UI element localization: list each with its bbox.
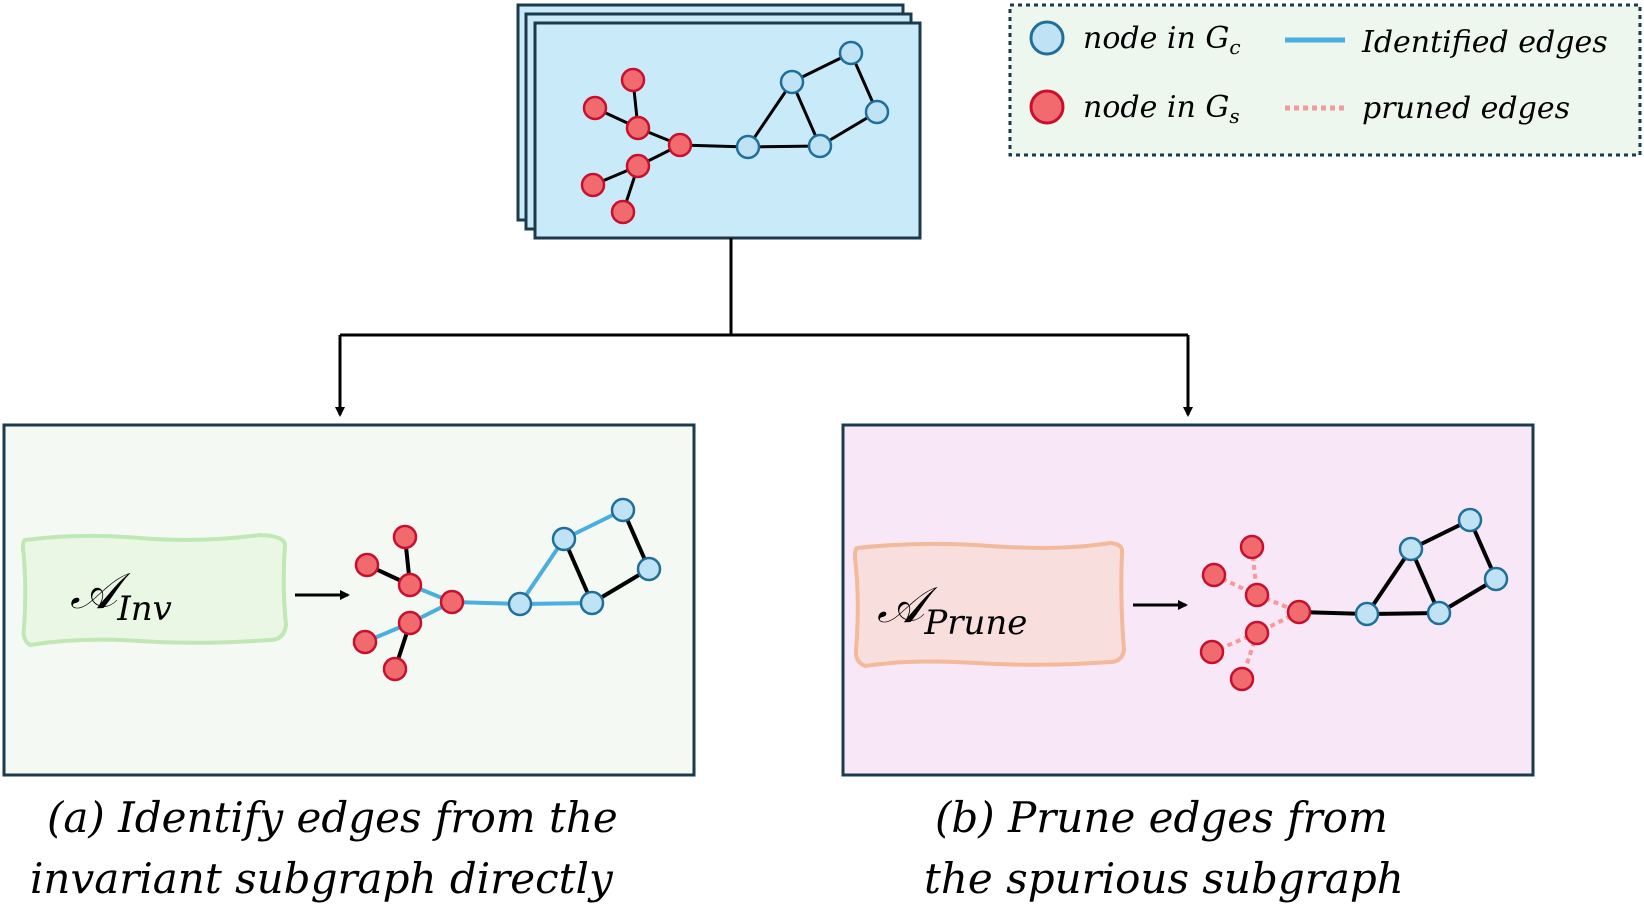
caption-a-line2: invariant subgraph directly bbox=[30, 854, 614, 903]
legend-blue-node-text: node in Gc bbox=[1083, 21, 1241, 59]
invariant-node bbox=[507, 591, 533, 617]
spurious-node bbox=[1286, 599, 1312, 625]
legend-blue-node-icon bbox=[1029, 20, 1065, 56]
spurious-node bbox=[610, 199, 636, 225]
invariant-node bbox=[1483, 566, 1509, 592]
invariant-node bbox=[779, 69, 805, 95]
algo-prune-box bbox=[852, 540, 1127, 669]
legend-identified-edges-label: Identified edges bbox=[1361, 25, 1608, 60]
panel-a-graph bbox=[352, 497, 662, 682]
panel-b: 𝒜Prune bbox=[841, 423, 1535, 777]
algo-inv-box bbox=[20, 532, 289, 648]
invariant-node bbox=[807, 133, 833, 159]
spurious-node bbox=[1229, 666, 1255, 692]
legend-box: node in Gc Identified edges node in Gs p… bbox=[1008, 3, 1642, 157]
graph-edge bbox=[1365, 547, 1413, 616]
legend-red-node-icon bbox=[1029, 89, 1065, 125]
invariant-node bbox=[610, 497, 636, 523]
spurious-node bbox=[625, 153, 651, 179]
spurious-node bbox=[1199, 639, 1225, 665]
spurious-node bbox=[1244, 582, 1270, 608]
invariant-node bbox=[864, 99, 890, 125]
caption-b-line2: the spurious subgraph bbox=[924, 854, 1404, 903]
input-graph bbox=[580, 40, 890, 225]
spurious-node bbox=[580, 172, 606, 198]
spurious-node bbox=[582, 95, 608, 121]
spurious-node bbox=[1244, 620, 1270, 646]
spurious-node bbox=[439, 589, 465, 615]
panel-b-graph bbox=[1199, 507, 1509, 692]
split-connector bbox=[335, 238, 1193, 417]
legend-red-node-text: node in Gs bbox=[1083, 90, 1240, 128]
algo-prune-label: 𝒜Prune bbox=[877, 576, 1027, 643]
spurious-node bbox=[382, 656, 408, 682]
spurious-node bbox=[620, 67, 646, 93]
caption-a-line1: (a) Identify edges from the bbox=[47, 793, 618, 842]
spurious-node bbox=[667, 132, 693, 158]
invariant-node bbox=[579, 590, 605, 616]
invariant-node bbox=[735, 134, 761, 160]
spurious-node bbox=[625, 115, 651, 141]
spurious-node bbox=[397, 572, 423, 598]
spurious-node bbox=[392, 524, 418, 550]
invariant-node bbox=[636, 556, 662, 582]
legend-pruned-edges-label: pruned edges bbox=[1362, 91, 1570, 126]
invariant-node bbox=[1457, 507, 1483, 533]
panel-a: 𝒜Inv bbox=[2, 423, 696, 777]
spurious-node bbox=[354, 552, 380, 578]
graph-edge bbox=[746, 81, 794, 148]
spurious-node bbox=[352, 629, 378, 655]
caption-b-line1: (b) Prune edges from bbox=[935, 793, 1388, 842]
invariant-node bbox=[1398, 536, 1424, 562]
spurious-node bbox=[397, 610, 423, 636]
spurious-node bbox=[1201, 562, 1227, 588]
invariant-node bbox=[1426, 600, 1452, 626]
graph-edge bbox=[518, 537, 566, 606]
invariant-node bbox=[1354, 601, 1380, 627]
invariant-node bbox=[838, 40, 864, 66]
spurious-node bbox=[1239, 534, 1265, 560]
invariant-node bbox=[551, 526, 577, 552]
